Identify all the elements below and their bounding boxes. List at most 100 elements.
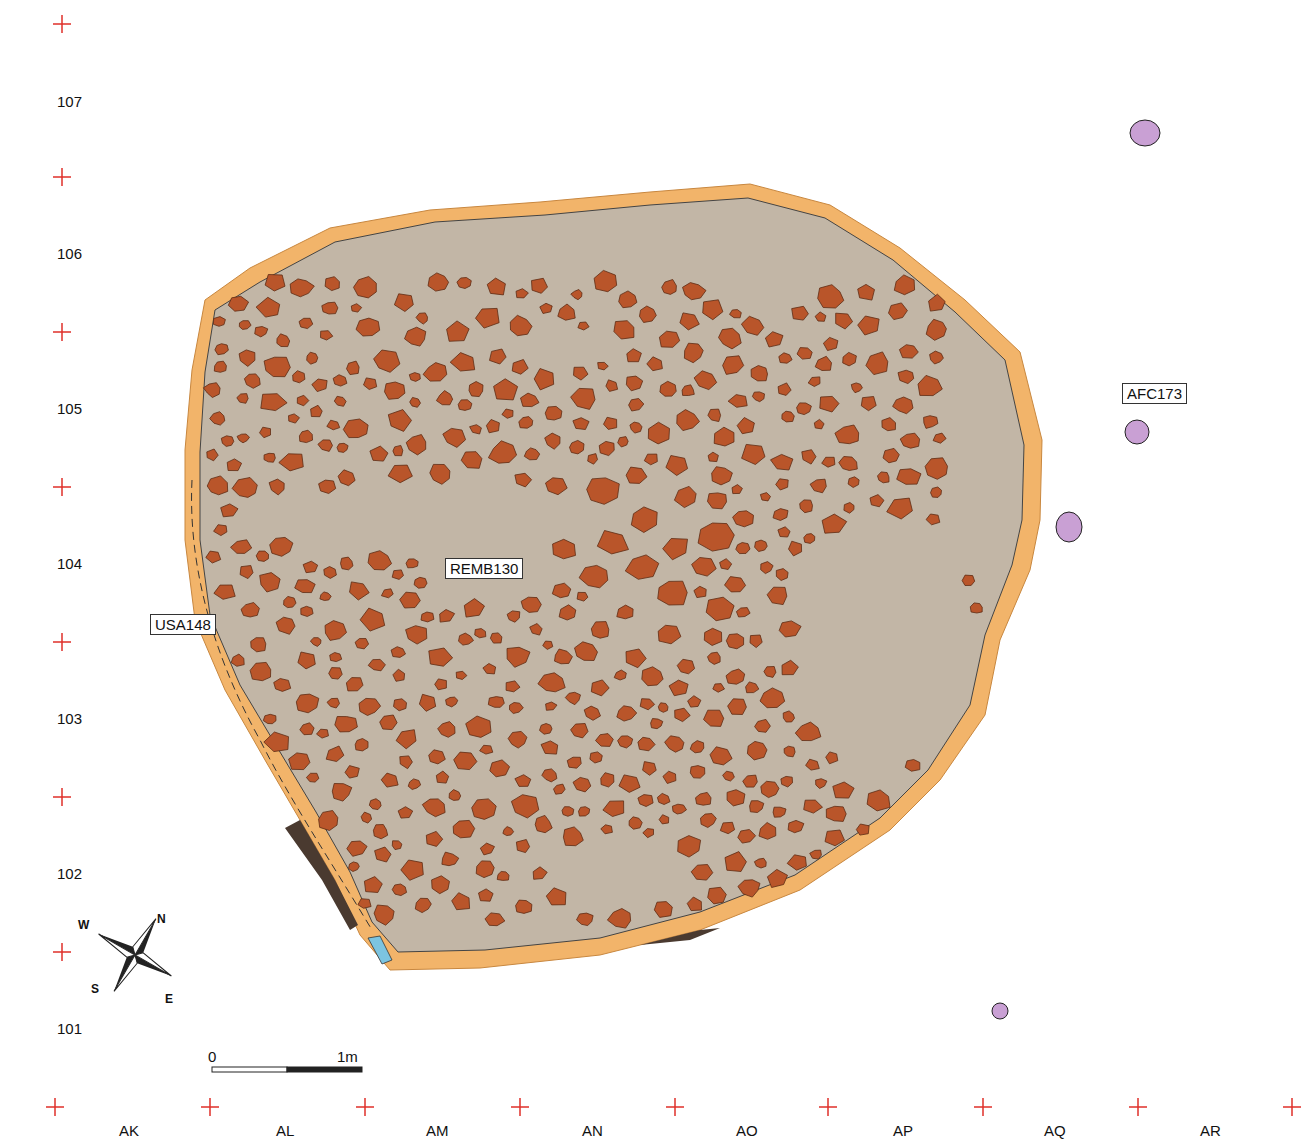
stone: [260, 427, 271, 438]
grid-cross: [356, 1098, 374, 1116]
stone: [430, 464, 450, 484]
stone: [457, 278, 471, 289]
stone: [844, 503, 854, 514]
stone: [651, 719, 663, 729]
stone: [930, 351, 944, 364]
stone: [713, 684, 725, 693]
stone: [810, 850, 822, 859]
stone: [789, 541, 802, 556]
stone: [682, 385, 694, 396]
grid-column: AK: [119, 1122, 139, 1139]
stone: [590, 752, 602, 763]
stone: [675, 708, 691, 721]
stone: [905, 760, 920, 772]
stone: [380, 715, 397, 730]
stone: [388, 410, 411, 432]
grid-cross: [666, 1098, 684, 1116]
stone: [534, 369, 554, 390]
grid-cross: [819, 1098, 837, 1116]
stone: [883, 448, 899, 462]
stone: [322, 302, 338, 314]
stone: [567, 757, 581, 768]
stone: [510, 315, 532, 335]
stone: [506, 681, 520, 692]
stone: [416, 313, 428, 324]
stone: [725, 577, 746, 592]
stone: [530, 624, 542, 636]
stone: [324, 567, 337, 579]
stone: [461, 452, 482, 469]
stone: [374, 905, 394, 925]
stone: [406, 435, 426, 455]
stone: [573, 777, 591, 792]
stone: [299, 318, 313, 328]
stone: [414, 577, 427, 588]
stone: [325, 277, 339, 291]
stone: [335, 717, 358, 732]
stone: [644, 454, 657, 465]
stone: [507, 647, 530, 667]
stone: [747, 741, 767, 760]
stone: [657, 793, 670, 804]
stone: [472, 799, 497, 820]
scale-bar: [212, 1067, 362, 1072]
stone: [554, 784, 566, 794]
grid-row: 104: [57, 555, 82, 572]
stone: [558, 304, 575, 320]
grid-cross: [53, 168, 71, 186]
stone: [836, 313, 853, 329]
grid-column: AO: [736, 1122, 758, 1139]
stone: [361, 812, 372, 823]
stone: [392, 884, 406, 896]
scale-value: 1m: [337, 1048, 358, 1065]
stone: [415, 898, 431, 912]
stone: [578, 322, 589, 330]
stone: [723, 356, 744, 375]
stone: [385, 382, 405, 399]
stone: [494, 379, 518, 400]
stone: [239, 321, 251, 330]
stone: [571, 724, 588, 738]
stone: [760, 493, 770, 501]
stone: [787, 855, 806, 870]
stone: [816, 779, 827, 789]
stone: [677, 659, 694, 674]
stone: [765, 332, 783, 347]
stone: [733, 511, 754, 527]
stone: [571, 290, 582, 300]
grid-cross: [53, 943, 71, 961]
stone: [270, 537, 293, 556]
stone: [369, 799, 381, 810]
stone: [797, 348, 812, 360]
stone: [598, 362, 609, 370]
stone: [264, 732, 289, 752]
stone: [388, 465, 412, 483]
stone: [575, 642, 598, 661]
stone: [231, 540, 252, 554]
grid-cross: [53, 633, 71, 651]
stone: [454, 752, 477, 770]
stone: [826, 806, 846, 821]
stone: [394, 294, 413, 312]
stone: [263, 714, 276, 723]
stone: [406, 559, 418, 568]
stone: [553, 539, 576, 559]
stone: [368, 551, 392, 570]
stone: [521, 393, 540, 407]
stone: [215, 344, 229, 355]
pit-edge: [185, 184, 1042, 970]
stone: [394, 699, 407, 711]
stone: [456, 671, 467, 679]
stone: [867, 790, 890, 811]
stone: [591, 622, 609, 639]
stone: [647, 357, 663, 371]
stone: [571, 388, 595, 409]
stone: [510, 703, 524, 714]
stone: [759, 823, 776, 840]
north-arrow: [78, 898, 193, 1013]
stone: [368, 659, 385, 670]
stone: [311, 405, 323, 416]
stone: [295, 580, 316, 593]
stone: [429, 648, 453, 666]
grid-column: AN: [582, 1122, 603, 1139]
